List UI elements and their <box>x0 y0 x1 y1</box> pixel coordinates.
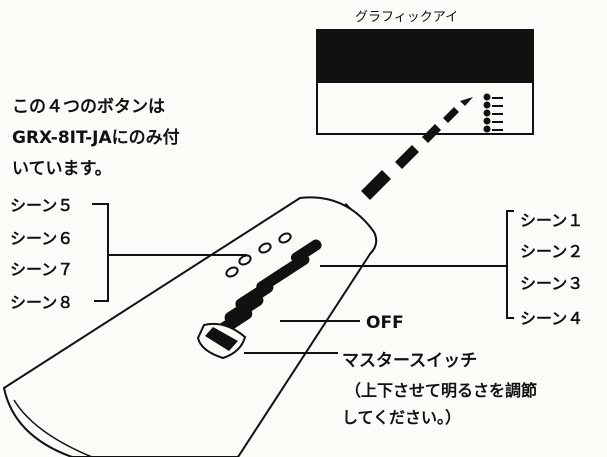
control-unit-top-panel <box>318 31 532 83</box>
scene-label-1: シーン１ <box>520 211 584 230</box>
control-unit-indicator-lights <box>483 93 503 133</box>
note-line-3: いています。 <box>12 159 112 179</box>
scene-label-2: シーン２ <box>520 242 584 261</box>
scene-button-group-left <box>225 232 292 278</box>
scene-label-6: シーン６ <box>10 229 74 248</box>
scene-label-5: シーン５ <box>10 196 74 215</box>
scene-label-4: シーン４ <box>520 309 584 328</box>
master-switch-note-line-1: （上下させて明るさを調節 <box>345 381 538 400</box>
remote-control <box>2 196 378 457</box>
note-line-1: この４つのボタンは <box>12 97 165 117</box>
callout-lines <box>92 203 514 354</box>
scene-label-7: シーン７ <box>10 260 74 279</box>
master-switch <box>196 322 247 360</box>
note-line-2: GRX-8IT-JAにのみ付 <box>12 128 180 148</box>
scene-label-3: シーン３ <box>520 274 584 293</box>
master-switch-note-line-2: してください。） <box>342 408 462 427</box>
device-title: グラフィックアイ <box>355 10 459 25</box>
off-label: OFF <box>366 313 404 333</box>
master-switch-label: マスタースイッチ <box>342 351 478 371</box>
scene-label-8: シーン８ <box>10 293 74 312</box>
